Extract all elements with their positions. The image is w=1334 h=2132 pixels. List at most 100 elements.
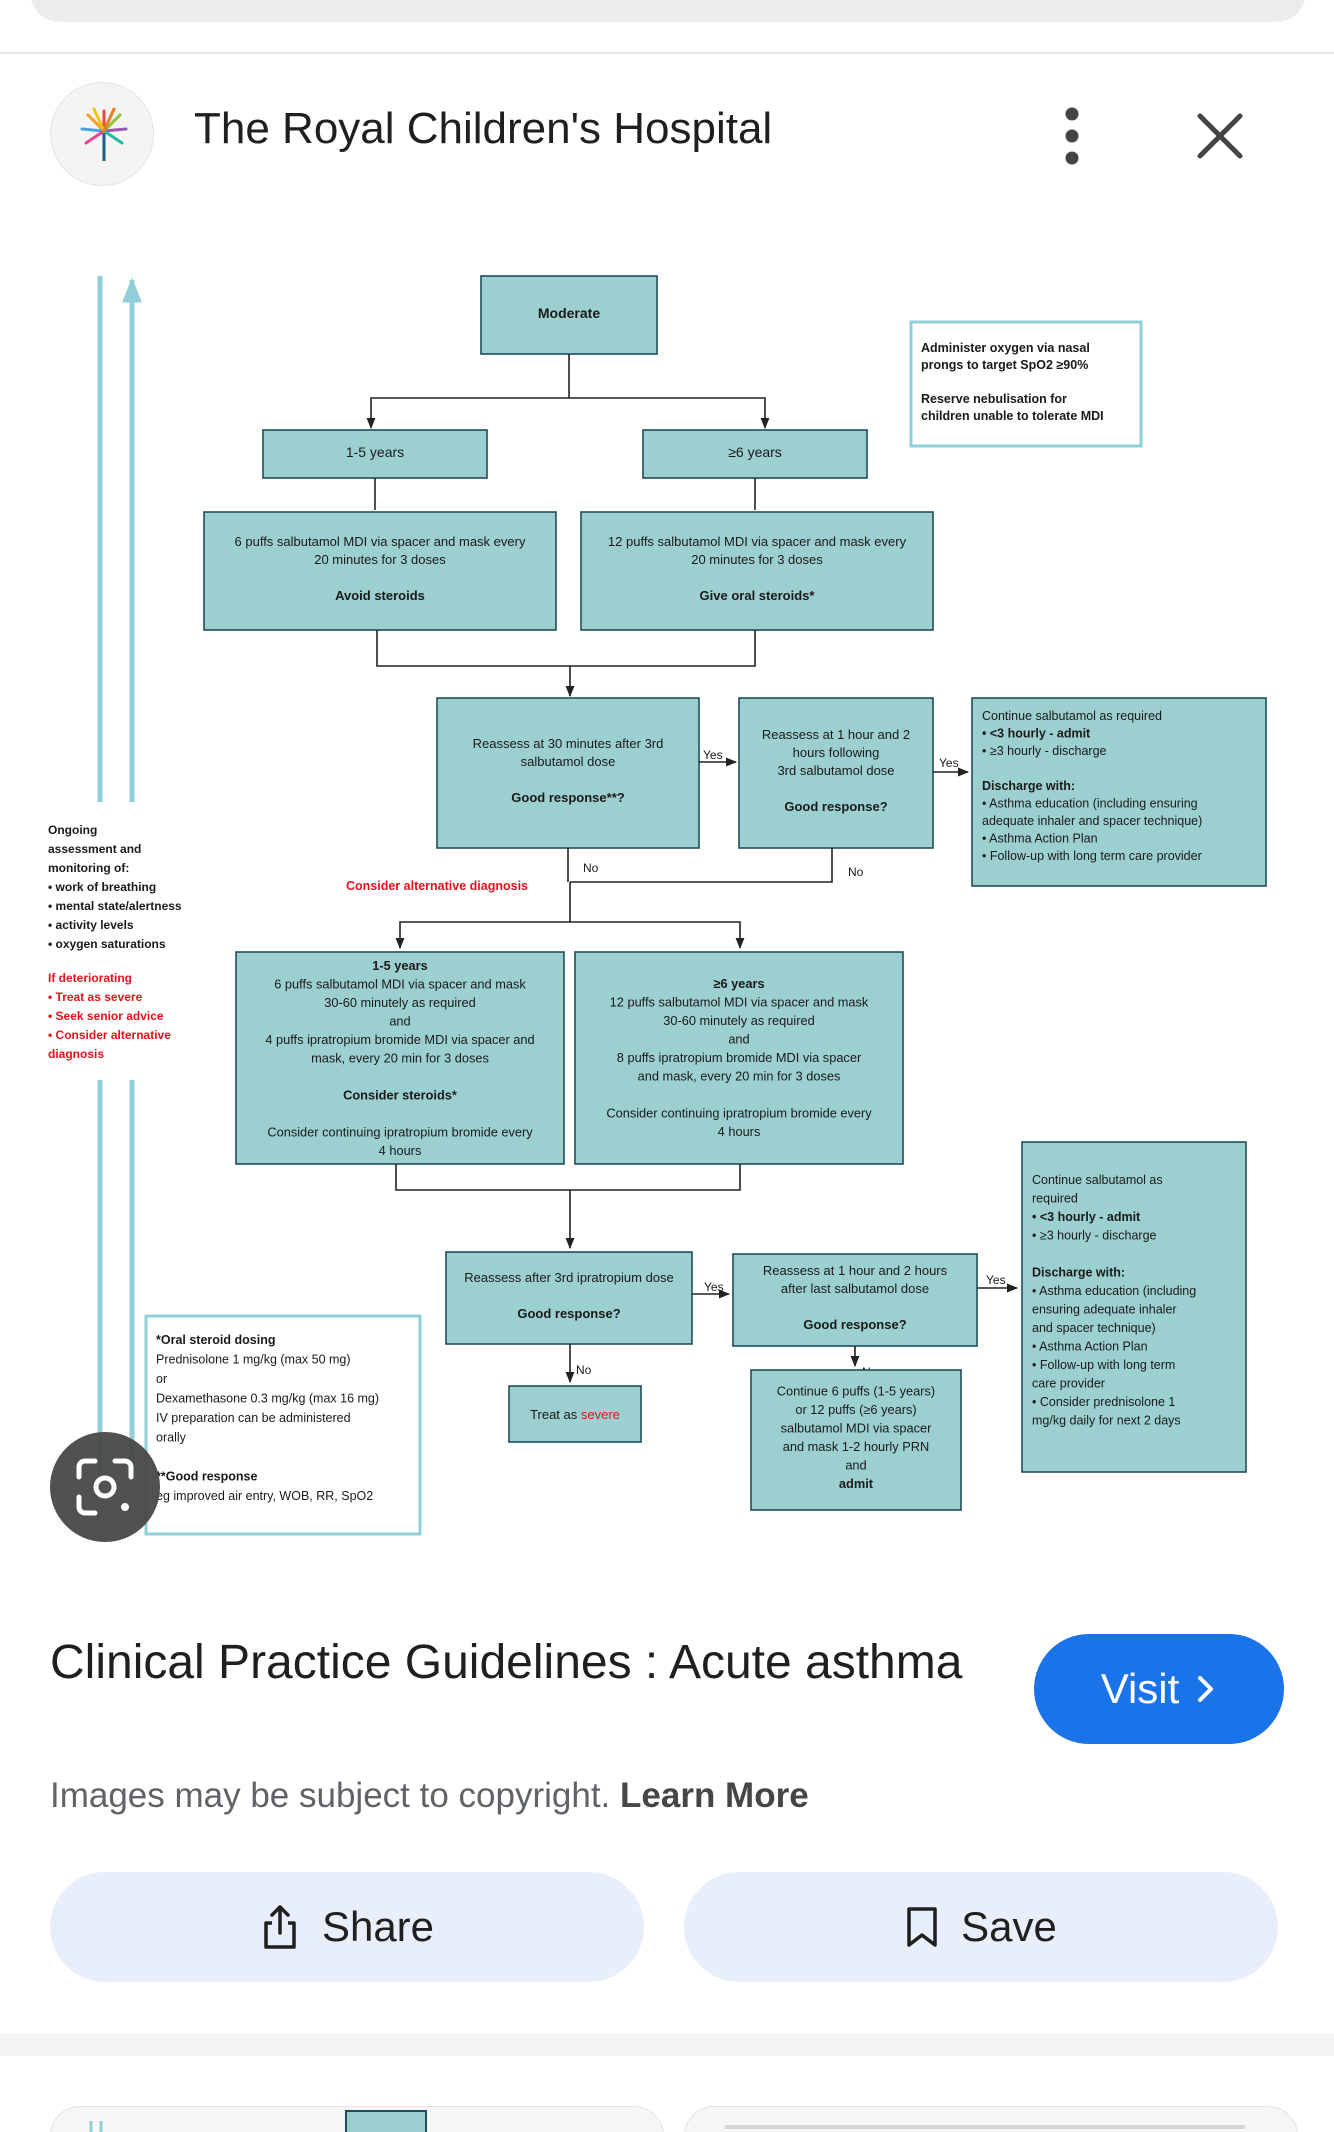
- continue-2-line: Continue salbutamol as: [1032, 1173, 1163, 1187]
- continue-2-line: • Follow-up with long term: [1032, 1358, 1175, 1372]
- flow-connector: [366, 354, 570, 430]
- flow-connector: [569, 397, 770, 430]
- divider: [0, 52, 1334, 54]
- ongoing-monitoring-text: assessment and: [48, 842, 141, 856]
- reassess-1h-line: 3rd salbutamol dose: [777, 763, 894, 778]
- result-title[interactable]: Clinical Practice Guidelines : Acute ast…: [50, 1636, 963, 1689]
- continue-1: Continue salbutamol as required• <3 hour…: [971, 697, 1267, 887]
- age-6plus-line: ≥6 years: [728, 444, 782, 460]
- continue-6-line: Continue 6 puffs (1-5 years): [777, 1383, 935, 1398]
- reassess-30-box: [436, 697, 700, 849]
- dose-old-line: 12 puffs salbutamol MDI via spacer and m…: [608, 534, 907, 549]
- yes-label-3: Yes: [704, 1280, 724, 1294]
- deteriorating-text: • Consider alternative: [48, 1028, 171, 1042]
- source-title[interactable]: The Royal Children's Hospital: [194, 104, 773, 153]
- continue-1-line: adequate inhaler and spacer technique): [982, 814, 1202, 828]
- alt-diagnosis-label: Consider alternative diagnosis: [346, 879, 528, 893]
- more-options-button[interactable]: [1052, 104, 1092, 168]
- steroid-note-box: [144, 1314, 422, 1536]
- reassess-30-line: Good response**?: [511, 790, 624, 805]
- reassess-1h-line: Reassess at 1 hour and 2: [762, 727, 910, 742]
- continue-1-box: [971, 697, 1267, 887]
- continue-1-line: • Asthma education (including ensuring: [982, 797, 1198, 811]
- oxygen-note-line: Reserve nebulisation for: [921, 392, 1067, 406]
- save-button[interactable]: Save: [684, 1872, 1278, 1982]
- reassess-30: Reassess at 30 minutes after 3rdsalbutam…: [436, 697, 700, 849]
- ongoing-monitoring-text: • work of breathing: [48, 880, 156, 894]
- visit-button[interactable]: Visit: [1034, 1634, 1284, 1744]
- rch-tree-logo-icon: [80, 107, 128, 161]
- copyright-text: Images may be subject to copyright.: [50, 1776, 611, 1815]
- ipra-old-line: 12 puffs salbutamol MDI via spacer and m…: [610, 995, 869, 1010]
- ipra-old-line: and: [728, 1032, 749, 1047]
- oxygen-note-line: prongs to target SpO2 ≥90%: [921, 358, 1088, 372]
- flow-connector: [395, 1164, 741, 1191]
- steroid-note-line: **Good response: [156, 1470, 257, 1484]
- steroid-note-line: orally: [156, 1431, 187, 1445]
- reassess-30-line: Reassess at 30 minutes after 3rd: [473, 736, 664, 751]
- save-label: Save: [961, 1903, 1057, 1950]
- continue-2-line: • Asthma Action Plan: [1032, 1340, 1148, 1354]
- share-label: Share: [321, 1903, 435, 1950]
- continue-1-line: • Follow-up with long term care provider: [982, 849, 1202, 863]
- continue-2-box: [1021, 1141, 1247, 1473]
- dose-old-line: 20 minutes for 3 doses: [691, 552, 823, 567]
- oxygen-note-line: children unable to tolerate MDI: [921, 409, 1104, 423]
- moderate-line: Moderate: [538, 305, 600, 321]
- continue-6-line: salbutamol MDI via spacer: [781, 1420, 933, 1435]
- reassess-last-box: [732, 1253, 978, 1347]
- related-image-thumbnail[interactable]: [50, 2106, 664, 2132]
- reassess-ipra-line: Good response?: [517, 1306, 620, 1321]
- no-label-3: No: [576, 1363, 592, 1377]
- close-button[interactable]: [1192, 108, 1248, 164]
- dose-young-box: [203, 511, 557, 631]
- continue-6-line: admit: [839, 1476, 874, 1491]
- ipra-young-line: Consider steroids*: [343, 1088, 457, 1103]
- ipra-old-line: 8 puffs ipratropium bromide MDI via spac…: [617, 1050, 862, 1065]
- oxygen-note-box: [909, 320, 1143, 448]
- continue-2-line: • Asthma education (including: [1032, 1284, 1196, 1298]
- continue-6-box: [750, 1369, 962, 1511]
- moderate: Moderate: [480, 275, 658, 355]
- ongoing-monitoring-text: • activity levels: [48, 918, 134, 932]
- reassess-ipra-line: Reassess after 3rd ipratropium dose: [464, 1270, 674, 1285]
- ipra-young-line: Consider continuing ipratropium bromide …: [267, 1125, 533, 1140]
- reassess-last-line: after last salbutamol dose: [781, 1281, 929, 1296]
- treat-severe: Treat as severe: [508, 1385, 642, 1443]
- share-button[interactable]: Share: [50, 1872, 644, 1982]
- source-logo[interactable]: [50, 82, 154, 186]
- reassess-1h-line: Good response?: [784, 799, 887, 814]
- google-lens-icon: [76, 1458, 134, 1516]
- share-icon: [264, 1905, 296, 1949]
- continue-2-line: and spacer technique): [1032, 1321, 1156, 1335]
- reassess-last-line: Reassess at 1 hour and 2 hours: [763, 1263, 948, 1278]
- flow-connector: [570, 921, 745, 950]
- copyright-notice: Images may be subject to copyright. Lear…: [50, 1776, 809, 1816]
- close-icon: [1197, 113, 1243, 159]
- continue-1-line: Discharge with:: [982, 779, 1075, 793]
- top-handle-bar: [30, 0, 1306, 22]
- learn-more-link[interactable]: Learn More: [620, 1776, 809, 1815]
- steroid-note-line: *Oral steroid dosing: [156, 1333, 275, 1347]
- continue-2-line: • <3 hourly - admit: [1032, 1210, 1141, 1224]
- thumbnail-preview: [89, 2110, 427, 2132]
- treat-severe-box: [508, 1385, 642, 1443]
- treat-severe-word: severe: [581, 1407, 620, 1422]
- thumbnail-preview: [725, 2125, 1245, 2129]
- continue-2-line: • ≥3 hourly - discharge: [1032, 1229, 1157, 1243]
- deteriorating-text: • Treat as severe: [48, 990, 143, 1004]
- continue-2-line: ensuring adequate inhaler: [1032, 1303, 1177, 1317]
- continue-1-line: Continue salbutamol as required: [982, 709, 1162, 723]
- lens-search-button[interactable]: [50, 1432, 160, 1542]
- ipra-old-line: 30-60 minutely as required: [663, 1013, 815, 1028]
- yes-label-4: Yes: [986, 1273, 1006, 1287]
- ipra-young-line: and: [389, 1014, 410, 1029]
- more-vert-icon: [1065, 107, 1079, 165]
- related-image-thumbnail[interactable]: [684, 2106, 1298, 2132]
- ongoing-monitoring-text: • mental state/alertness: [48, 899, 182, 913]
